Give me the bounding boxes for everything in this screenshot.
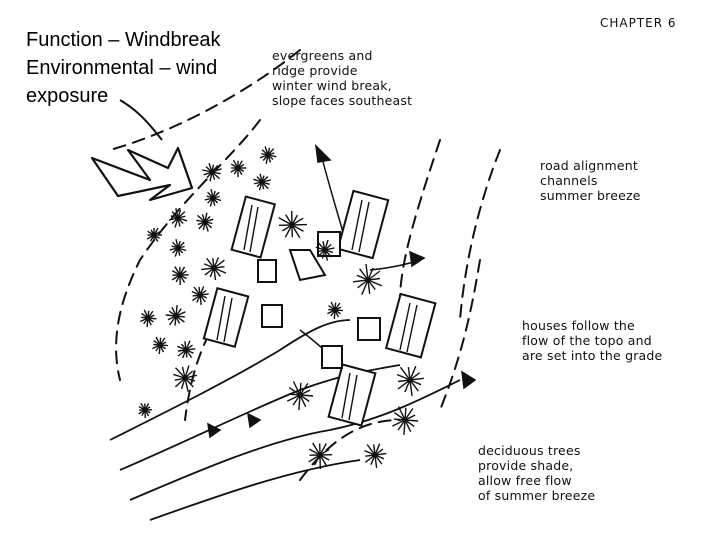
annotation-road: road alignment channels summer breeze (540, 158, 641, 203)
slide-line-1: Function – Windbreak (26, 29, 221, 51)
winter-wind-arrow (90, 146, 194, 202)
tree-symbol (278, 210, 308, 239)
annotation-line: slope faces southeast (272, 93, 413, 108)
tree-symbol (146, 227, 162, 242)
tree-symbol (315, 239, 335, 261)
annotation-evergreens: evergreens and ridge provide winter wind… (272, 48, 412, 108)
tree-symbol (396, 365, 424, 396)
slide-body-text: Function – Windbreak Environmental – win… (26, 26, 266, 110)
annotation-line: winter wind break, (272, 78, 392, 93)
tree-symbol (140, 309, 157, 328)
slide-line-3: exposure (26, 85, 109, 107)
tree-symbol (196, 212, 214, 232)
tree-symbol (391, 406, 419, 436)
tree-symbol (204, 189, 222, 207)
tree-symbol (165, 305, 186, 326)
contour-lines (109, 49, 501, 481)
annotation-line: provide shade, (478, 458, 574, 473)
tree-symbol (191, 286, 209, 305)
tree-symbol (259, 146, 277, 164)
tree-symbol (327, 301, 343, 320)
tree-symbol (202, 162, 222, 182)
tree-symbol (201, 257, 227, 281)
tree-symbol (173, 365, 198, 392)
tree-symbol (152, 336, 168, 355)
houses (202, 189, 437, 427)
tree-symbol (364, 443, 387, 468)
annotation-line: evergreens and (272, 48, 373, 63)
annotation-line: are set into the grade (522, 348, 663, 363)
tree-symbol (286, 381, 314, 411)
annotation-line: allow free flow (478, 473, 572, 488)
wind-arrow-tail (119, 99, 163, 141)
annotation-line: road alignment (540, 158, 639, 173)
slide-line-2: Environmental – wind (26, 57, 218, 79)
tree-symbol (171, 266, 189, 286)
house-hatching (216, 199, 418, 421)
annotation-line: of summer breeze (478, 488, 596, 503)
tree-symbol (353, 264, 383, 295)
tree-symbol (230, 159, 247, 177)
annotation-line: ridge provide (272, 63, 358, 78)
tree-symbol (168, 208, 188, 228)
annotation-line: flow of the topo and (522, 333, 652, 348)
tree-symbol (169, 239, 187, 257)
annotation-line: summer breeze (540, 188, 641, 203)
annotation-houses: houses follow the flow of the topo and a… (522, 318, 662, 363)
tree-symbol (253, 173, 271, 191)
annotation-line: houses follow the (522, 318, 635, 333)
annotation-line: deciduous trees (478, 443, 581, 458)
tree-symbol (308, 442, 333, 470)
tree-symbol (177, 340, 196, 359)
annotation-line: channels (540, 173, 598, 188)
trees (138, 146, 424, 470)
chapter-label: CHAPTER 6 (600, 16, 677, 30)
annotation-deciduous: deciduous trees provide shade, allow fre… (478, 443, 595, 503)
tree-symbol (138, 402, 153, 419)
